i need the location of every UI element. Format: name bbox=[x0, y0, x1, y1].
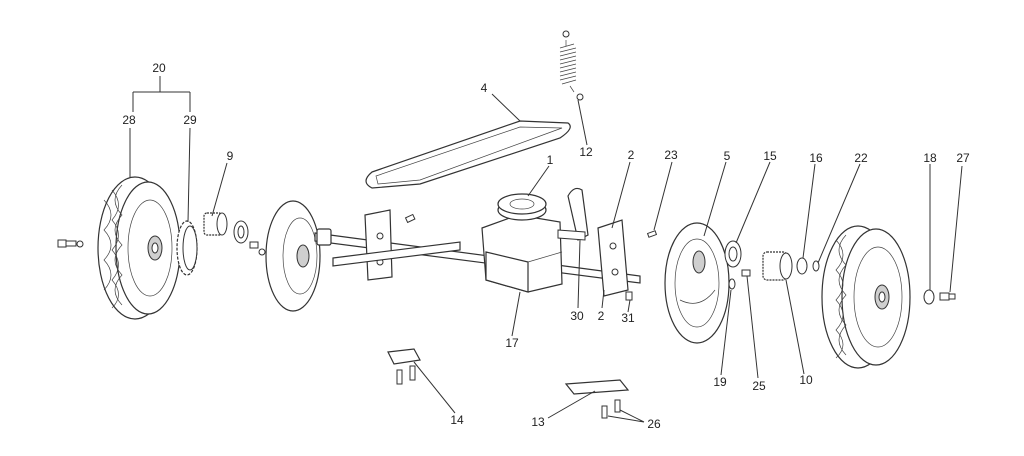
right-bolt bbox=[939, 292, 956, 301]
leader-lines bbox=[129, 76, 963, 423]
clip-22 bbox=[812, 260, 820, 272]
callout-4: 4 bbox=[480, 81, 488, 95]
right-bracket bbox=[597, 219, 629, 297]
callout-20: 20 bbox=[152, 61, 166, 75]
right-wheel bbox=[821, 225, 911, 369]
callout-18: 18 bbox=[923, 151, 937, 165]
callout-2-bottom: 2 bbox=[597, 309, 605, 323]
callout-9: 9 bbox=[226, 149, 234, 163]
clip-19 bbox=[728, 278, 736, 290]
callout-23: 23 bbox=[664, 148, 678, 162]
callout-16: 16 bbox=[809, 151, 823, 165]
callout-26: 26 bbox=[647, 417, 661, 431]
small-bolt bbox=[249, 241, 266, 256]
right-cover-disc bbox=[664, 222, 730, 344]
bolt-31 bbox=[625, 291, 633, 301]
callout-14: 14 bbox=[450, 413, 464, 427]
callout-13: 13 bbox=[531, 415, 545, 429]
callout-19: 19 bbox=[713, 375, 727, 389]
callout-17: 17 bbox=[505, 336, 519, 350]
callout-27: 27 bbox=[956, 151, 970, 165]
plate-13 bbox=[564, 379, 630, 419]
callout-1: 1 bbox=[546, 153, 554, 167]
tension-spring bbox=[559, 30, 584, 101]
washer-16 bbox=[796, 257, 808, 275]
callout-10: 10 bbox=[799, 373, 813, 387]
callout-29: 29 bbox=[183, 113, 197, 127]
callout-2-top: 2 bbox=[627, 148, 635, 162]
callout-12: 12 bbox=[579, 145, 593, 159]
callout-30: 30 bbox=[570, 309, 584, 323]
pin-23 bbox=[646, 230, 658, 238]
control-lever bbox=[557, 187, 589, 241]
callout-5: 5 bbox=[723, 149, 731, 163]
callout-22: 22 bbox=[854, 151, 868, 165]
pinion-gear bbox=[203, 212, 228, 236]
left-wheel bbox=[97, 176, 181, 320]
gearbox bbox=[481, 193, 563, 293]
callout-25: 25 bbox=[752, 379, 766, 393]
left-cover-disc bbox=[265, 200, 321, 312]
washer-18 bbox=[923, 289, 935, 305]
callout-28: 28 bbox=[122, 113, 136, 127]
callout-31: 31 bbox=[621, 311, 635, 325]
left-bracket bbox=[332, 209, 461, 281]
callout-15: 15 bbox=[763, 149, 777, 163]
right-pinion bbox=[762, 251, 793, 281]
screw-25 bbox=[741, 269, 751, 277]
drive-belt bbox=[365, 120, 571, 189]
wheel-gear bbox=[176, 220, 198, 276]
plate-14 bbox=[387, 348, 421, 385]
left-bolt bbox=[57, 239, 84, 248]
